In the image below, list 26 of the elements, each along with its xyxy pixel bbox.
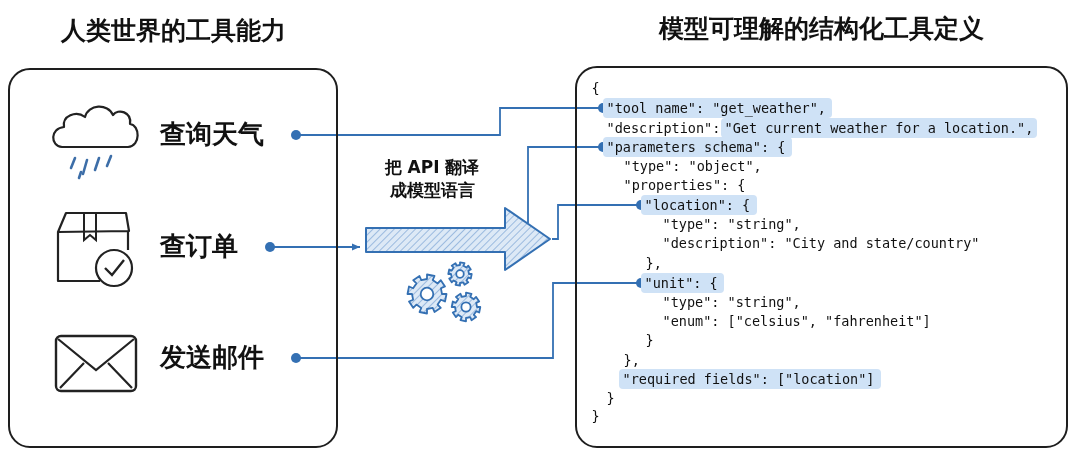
code-line: "description": "City and state/country" (662, 233, 980, 253)
panel-title: 人类世界的工具能力 (59, 15, 287, 47)
highlighted-code: "location": { (640, 194, 757, 215)
highlighted-code: "parameters schema": { (602, 136, 792, 157)
code-line: }, (623, 350, 640, 370)
code-line: }, (645, 253, 662, 273)
code-line: } (645, 330, 654, 350)
code-line: } (606, 388, 615, 408)
code-line: "properties": { (623, 175, 746, 195)
highlighted-code: "required fields": ["location"] (618, 368, 881, 389)
code-line: "description": (606, 118, 721, 138)
highlighted-code: "Get current weather for a location.", (720, 117, 1038, 138)
code-line: "type": "object", (623, 156, 762, 176)
highlighted-code: "tool name": "get_weather", (602, 97, 832, 118)
code-line: "type": "string", (662, 214, 801, 234)
code-line: { (591, 78, 600, 98)
highlighted-code: "unit": { (640, 272, 724, 293)
connector-line (265, 242, 361, 252)
panel-title: 模型可理解的结构化工具定义 (657, 13, 985, 45)
code-line: "enum": ["celsius", "fahrenheit"] (662, 311, 931, 331)
code-line: "type": "string", (662, 292, 801, 312)
tool-label: 查询天气 (159, 117, 296, 152)
tool-label: 发送邮件 (159, 340, 296, 375)
arrow-caption: 把 API 翻译成模型语言 (383, 156, 481, 202)
tool-label: 查订单 (159, 229, 270, 264)
code-line: } (591, 406, 600, 426)
